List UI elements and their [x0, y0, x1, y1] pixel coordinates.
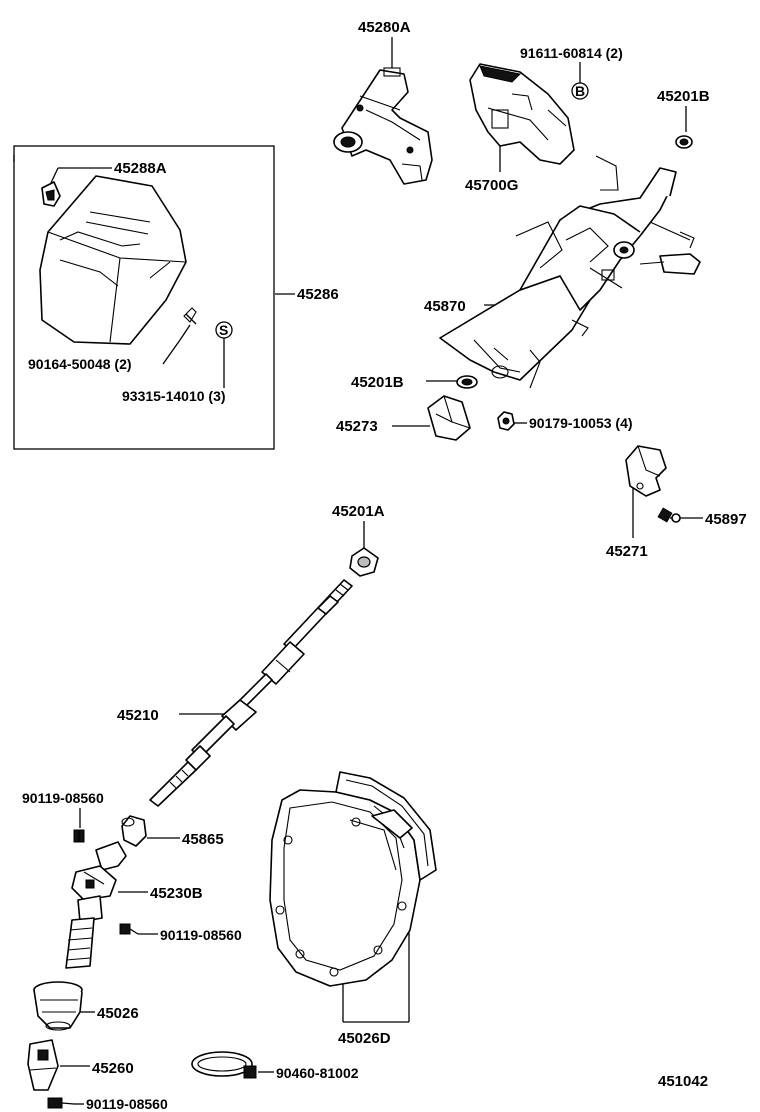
label-45288A: 45288A	[114, 160, 167, 177]
cover-clip	[41, 181, 61, 207]
label-90119-08560-a: 90119-08560	[22, 790, 104, 806]
label-45273: 45273	[336, 418, 378, 435]
label-91611-60814: 91611-60814 (2)	[520, 45, 623, 61]
steering-shaft-45210	[149, 579, 353, 807]
boot-45026	[33, 981, 83, 1031]
bushing-45273	[427, 395, 471, 441]
assembly-box-45286	[13, 145, 275, 450]
label-45201B-top: 45201B	[657, 88, 710, 105]
nut-90179	[497, 411, 515, 431]
label-45201A: 45201A	[332, 503, 385, 520]
label-45026D: 45026D	[338, 1030, 391, 1047]
bushing-45865	[121, 815, 147, 847]
bolt-45897	[657, 507, 681, 523]
label-45210: 45210	[117, 707, 159, 724]
bracket-45700G	[469, 63, 575, 165]
label-90119-08560-b: 90119-08560	[160, 927, 242, 943]
leader-lines	[13, 37, 703, 1105]
label-45897: 45897	[705, 511, 747, 528]
label-45201B-mid: 45201B	[351, 374, 404, 391]
bolt-90119-c	[47, 1097, 75, 1109]
label-45280A: 45280A	[358, 19, 411, 36]
label-90179-10053: 90179-10053 (4)	[529, 415, 633, 431]
bolt-90119-b	[119, 923, 139, 935]
label-45865: 45865	[182, 831, 224, 848]
label-45230B: 45230B	[150, 885, 203, 902]
upper-column-cover	[39, 175, 187, 345]
dash-cover-45026D	[269, 771, 437, 987]
label-mark-b: B	[575, 83, 585, 99]
label-90119-08560-c: 90119-08560	[86, 1096, 168, 1112]
bolt-90119-a	[73, 829, 85, 843]
bracket-45280A	[333, 67, 433, 185]
label-90460-81002: 90460-81002	[276, 1065, 359, 1081]
screw-90164	[183, 307, 197, 325]
bearing-45201A	[349, 547, 379, 577]
label-93315-14010: 93315-14010 (3)	[122, 388, 226, 404]
label-mark-s: S	[219, 322, 228, 338]
bracket-45271	[625, 445, 667, 497]
label-45700G: 45700G	[465, 177, 518, 194]
label-45026: 45026	[97, 1005, 139, 1022]
label-45260: 45260	[92, 1060, 134, 1077]
column-tube-45870	[439, 155, 701, 389]
clamp-90460	[191, 1051, 257, 1079]
label-90164-50048: 90164-50048 (2)	[28, 356, 132, 372]
yoke-45260	[27, 1039, 59, 1091]
intermediate-shaft-45230B	[65, 841, 127, 969]
diagram-id: 451042	[658, 1073, 708, 1090]
label-45271: 45271	[606, 543, 648, 560]
label-45870: 45870	[424, 298, 466, 315]
label-45286: 45286	[297, 286, 339, 303]
